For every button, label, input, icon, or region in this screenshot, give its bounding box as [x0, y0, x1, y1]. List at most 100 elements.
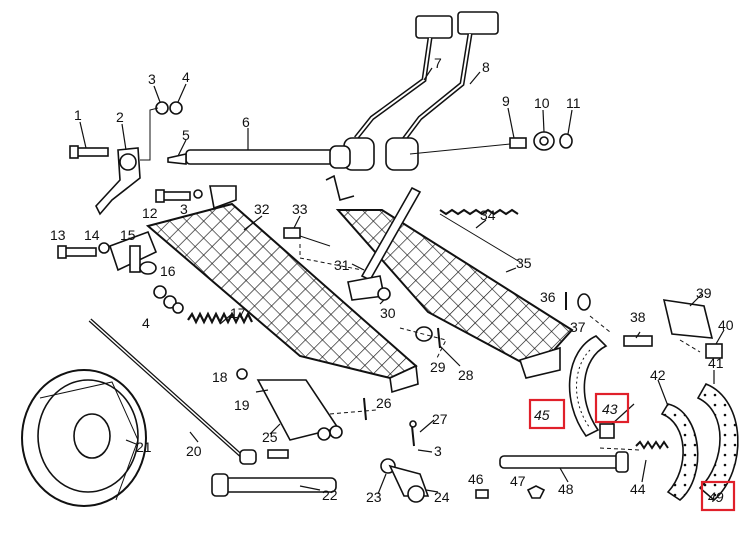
axle-22	[211, 473, 337, 497]
rod-20	[88, 318, 257, 465]
label-10: 10	[534, 95, 550, 111]
label-25: 25	[262, 429, 278, 445]
brake-pedal-8	[385, 11, 499, 171]
pin-5	[167, 153, 187, 165]
label-32: 32	[254, 201, 270, 217]
label-46: 46	[468, 471, 484, 487]
label-30: 30	[380, 305, 396, 321]
label-33: 33	[292, 201, 308, 217]
bracket-arm	[209, 185, 237, 210]
shaft-48	[499, 451, 629, 473]
pin-28	[437, 327, 441, 349]
brake-lining-41	[696, 382, 739, 502]
highlight-49	[700, 480, 736, 512]
pin-30	[377, 287, 391, 301]
label-5: 5	[182, 127, 190, 143]
spring-34	[439, 208, 521, 263]
assembly-lines	[299, 244, 701, 451]
label-3b: 3	[180, 201, 188, 217]
ring-11	[559, 133, 573, 149]
label-39: 39	[696, 285, 712, 301]
bolt-1	[69, 145, 109, 159]
bolt-38	[623, 335, 653, 347]
label-20: 20	[186, 443, 202, 459]
label-22: 22	[322, 487, 338, 503]
label-7: 7	[434, 55, 442, 71]
label-18: 18	[212, 369, 228, 385]
label-26: 26	[376, 395, 392, 411]
label-6: 6	[242, 114, 250, 130]
spring-44	[635, 440, 669, 450]
label-37: 37	[570, 319, 586, 335]
label-45: 45	[534, 407, 550, 423]
label-38: 38	[630, 309, 646, 325]
footboard-35	[325, 174, 574, 379]
label-16: 16	[160, 263, 176, 279]
highlight-43	[594, 392, 630, 424]
label-9: 9	[502, 93, 510, 109]
washer-37	[577, 293, 591, 311]
label-44: 44	[630, 481, 646, 497]
label-42: 42	[650, 367, 666, 383]
label-13: 13	[50, 227, 66, 243]
highlight-45	[528, 398, 566, 430]
bearing-10	[533, 131, 555, 151]
label-11: 11	[566, 95, 581, 111]
bolt-9	[509, 137, 527, 149]
label-23: 23	[366, 489, 382, 505]
label-24: 24	[434, 489, 450, 505]
label-27: 27	[432, 411, 448, 427]
bushing-16	[139, 261, 157, 275]
brake-shoe-45	[568, 335, 615, 439]
label-34: 34	[480, 207, 496, 223]
label-28: 28	[458, 367, 474, 383]
link-23-24	[380, 458, 430, 503]
rod-19	[256, 379, 343, 441]
label-12: 12	[142, 205, 158, 221]
bolt-27	[409, 420, 417, 447]
washer-14	[98, 242, 110, 254]
pin-26	[363, 397, 367, 421]
wingnut-47	[526, 485, 546, 499]
bracket-15	[108, 230, 158, 273]
label-17: 17	[230, 305, 246, 321]
hand-lever-31	[347, 186, 422, 301]
pin-18	[236, 368, 248, 380]
spring-17	[187, 311, 253, 325]
bolt-13	[57, 245, 97, 259]
brake-shoe-42	[660, 403, 699, 502]
label-4: 4	[182, 69, 190, 85]
brake-pedal-7	[343, 15, 453, 171]
bolt-33	[283, 227, 331, 247]
label-40: 40	[718, 317, 734, 333]
bracket-39	[662, 299, 714, 339]
label-2: 2	[116, 109, 124, 125]
label-21: 21	[136, 439, 152, 455]
label-14: 14	[84, 227, 100, 243]
nuts-4	[153, 285, 184, 314]
label-31: 31	[334, 257, 350, 273]
label-48: 48	[558, 481, 574, 497]
label-1: 1	[74, 107, 82, 123]
label-3c: 3	[434, 443, 442, 459]
label-49: 49	[708, 489, 724, 505]
label-4b: 4	[142, 315, 150, 331]
label-29: 29	[430, 359, 446, 375]
cross-shaft-6	[185, 143, 511, 169]
label-19: 19	[234, 397, 250, 413]
bolt-25	[267, 449, 289, 459]
label-41: 41	[708, 355, 724, 371]
label-43: 43	[602, 401, 618, 417]
brake-drum-21	[21, 369, 147, 507]
nut-3-4	[140, 101, 183, 161]
label-3: 3	[148, 71, 156, 87]
bolt-12	[155, 189, 203, 203]
label-8: 8	[482, 59, 490, 75]
label-35: 35	[516, 255, 532, 271]
lever-2	[95, 147, 141, 216]
leader-lines	[79, 67, 725, 495]
highlight-boxes	[528, 392, 736, 512]
label-36: 36	[540, 289, 556, 305]
